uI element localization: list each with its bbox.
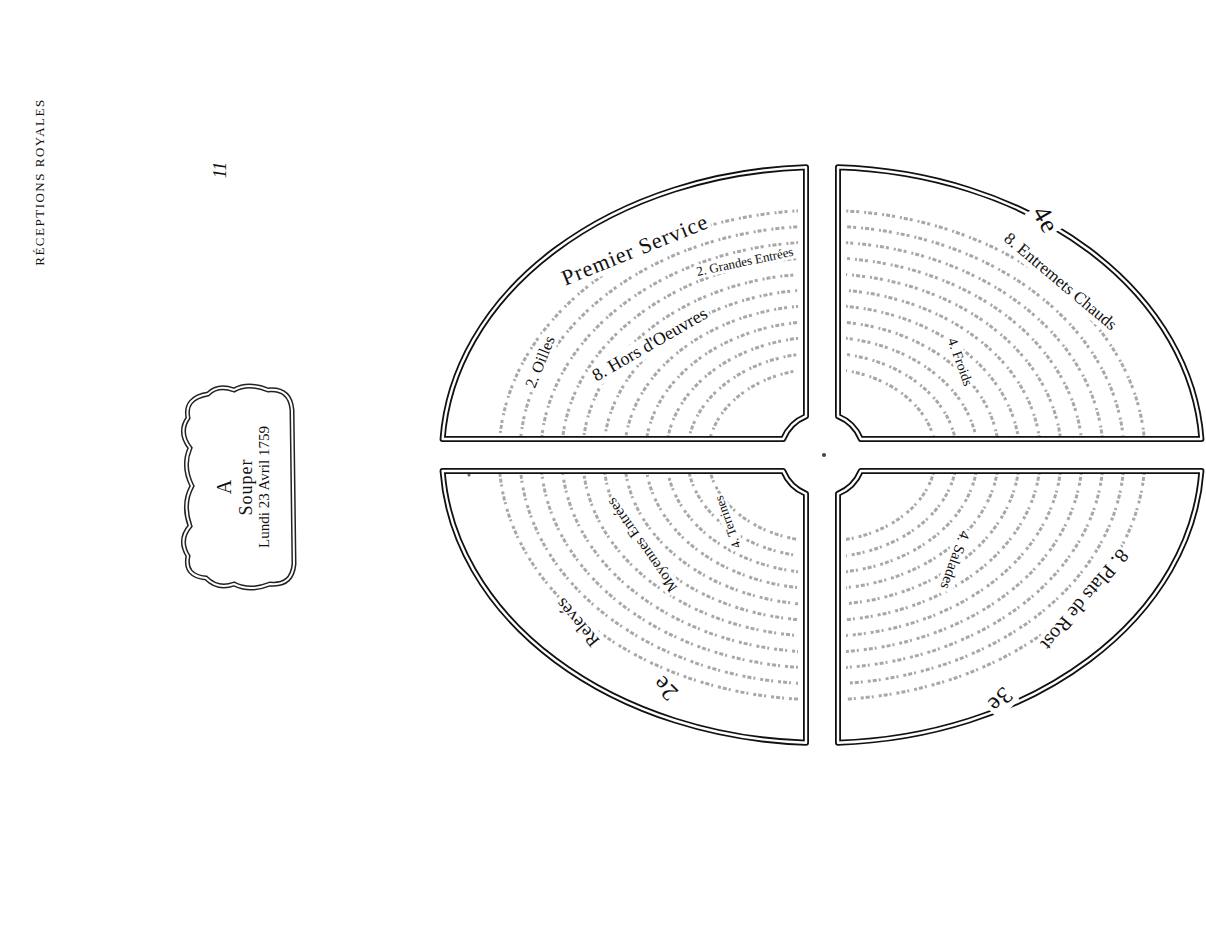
course-heading: Relevés bbox=[551, 592, 605, 651]
fine-print-line bbox=[624, 305, 1019, 605]
running-head: RÉCEPTIONS ROYALES bbox=[32, 98, 48, 266]
course-heading: 4. Salades bbox=[936, 527, 974, 594]
fine-print-line bbox=[520, 226, 1124, 684]
cartouche: ASouperLundi 23 Avril 1759 bbox=[178, 380, 304, 594]
cartouche-letter: A bbox=[213, 480, 236, 494]
fine-print-line bbox=[708, 369, 936, 542]
service-heading: Premier Service bbox=[556, 209, 714, 291]
cartouche-line: Souper bbox=[236, 459, 257, 516]
course-heading: 4. Froids bbox=[944, 334, 977, 390]
quadrant-outline bbox=[437, 162, 811, 444]
outline-outer bbox=[443, 167, 806, 439]
service-heading: 2e bbox=[646, 669, 685, 708]
course-heading: 8. Hors d'Oeuvres bbox=[587, 303, 713, 387]
fine-print-line bbox=[562, 258, 1083, 653]
outline-inner bbox=[443, 167, 806, 439]
center-dot bbox=[822, 453, 826, 457]
menu-quadrant: 3e8. Plats de Rost4. Salades bbox=[833, 466, 1206, 748]
course-heading: 4. Terrines bbox=[711, 492, 745, 552]
outline-inner bbox=[183, 386, 294, 588]
outline-inner bbox=[443, 471, 806, 743]
course-heading: Moyennes Entrées bbox=[602, 493, 682, 597]
fine-print-line bbox=[645, 321, 998, 589]
course-heading: 8. Entremets Chauds bbox=[998, 228, 1121, 336]
outline-inner bbox=[838, 471, 1201, 743]
cartouche-line: Lundi 23 Avril 1759 bbox=[256, 426, 273, 548]
fine-print-line bbox=[583, 274, 1062, 637]
fine-print-line bbox=[499, 210, 1145, 700]
fine-print-line bbox=[541, 242, 1103, 668]
service-heading: 4e bbox=[1025, 200, 1065, 241]
fine-print-line bbox=[666, 337, 978, 573]
course-heading: 8. Plats de Rost bbox=[1035, 544, 1134, 657]
page-number: 11 bbox=[210, 162, 231, 179]
course-heading: 2. Oilles bbox=[521, 332, 559, 393]
cartouche-text-frame: ASouperLundi 23 Avril 1759 bbox=[191, 394, 295, 580]
course-heading: 2. Grandes Entrées bbox=[693, 244, 796, 279]
outline-outer bbox=[443, 471, 806, 743]
outline-outer bbox=[838, 167, 1201, 439]
outline-outer bbox=[183, 386, 294, 588]
quadrant-outline bbox=[833, 466, 1206, 748]
quadrant-outline bbox=[833, 162, 1206, 444]
menu-quadrant: Premier Service 2. Oilles 2. Grandes Entré… bbox=[437, 162, 811, 444]
menu-quadrant: 4e8. Entremets Chauds 4. Froids bbox=[833, 162, 1206, 444]
fine-print-line bbox=[687, 353, 957, 557]
menu-quadrant: 2e RelevésMoyennes Entrées 4. Terrines bbox=[437, 466, 811, 748]
outline-inner bbox=[838, 167, 1201, 439]
outline-outer bbox=[838, 471, 1201, 743]
